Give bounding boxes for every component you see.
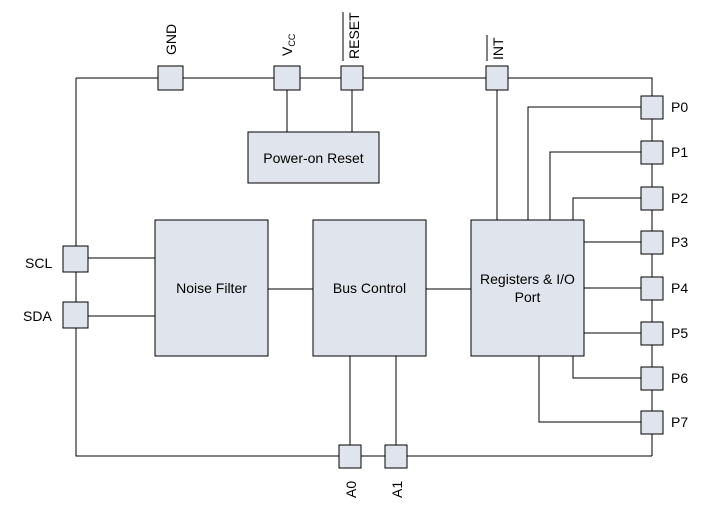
p1-wire (549, 151, 641, 220)
port-label-p3: P3 (671, 234, 688, 250)
sda-pin: SDA (23, 301, 89, 329)
vcc-pin: VCC (273, 33, 301, 91)
p0-wire (527, 106, 641, 220)
left-bottom-bus-wire (75, 78, 652, 457)
port-pins: P0 P1 P2 P3 P4 P5 P6 P7 (640, 95, 688, 435)
port-pin-p6: P6 (640, 366, 688, 391)
bus-control-block: Bus Control (312, 219, 427, 357)
port-label-p4: P4 (671, 280, 688, 296)
port-pin-p4: P4 (640, 276, 688, 301)
reset-pin: RESET (340, 12, 364, 91)
vcc-main-text: V (279, 46, 295, 56)
port-label-p6: P6 (671, 370, 688, 386)
port-pin-p1: P1 (640, 140, 688, 165)
a1-pin: A1 (384, 444, 408, 498)
power-on-reset-block: Power-on Reset (247, 131, 380, 184)
int-pin: INT (485, 35, 509, 91)
noise-filter-label: Noise Filter (176, 280, 247, 296)
port-label-p7: P7 (671, 414, 688, 430)
p2-wire (572, 197, 641, 220)
port-pin-p7: P7 (640, 410, 688, 435)
power-on-reset-label: Power-on Reset (263, 150, 363, 166)
p6-wire (572, 356, 641, 379)
port-label-p2: P2 (671, 190, 688, 206)
port-pin-p0: P0 (640, 95, 688, 120)
gnd-pin: GND (157, 24, 184, 91)
int-label: INT (490, 37, 506, 60)
port-pin-p2: P2 (640, 186, 688, 211)
bus-control-label: Bus Control (333, 280, 406, 296)
p7-wire (538, 356, 641, 423)
a0-label: A0 (343, 481, 359, 498)
scl-pin: SCL (25, 245, 89, 273)
port-label-p5: P5 (671, 325, 688, 341)
registers-label-line2: Port (515, 289, 541, 305)
sda-label: SDA (23, 308, 52, 324)
a0-pin: A0 (338, 444, 362, 498)
port-label-p0: P0 (671, 99, 688, 115)
registers-label-line1: Registers & I/O (480, 271, 575, 287)
gnd-label: GND (163, 24, 179, 55)
scl-label: SCL (25, 255, 52, 271)
port-pin-p5: P5 (640, 321, 688, 346)
registers-io-port-block: Registers & I/O Port (470, 219, 585, 357)
noise-filter-block: Noise Filter (154, 219, 269, 357)
vcc-subscript-text: CC (287, 33, 297, 46)
port-label-p1: P1 (671, 144, 688, 160)
vcc-label: VCC (279, 33, 297, 56)
reset-label: RESET (346, 12, 362, 59)
port-pin-p3: P3 (640, 230, 688, 255)
a1-label: A1 (389, 481, 405, 498)
